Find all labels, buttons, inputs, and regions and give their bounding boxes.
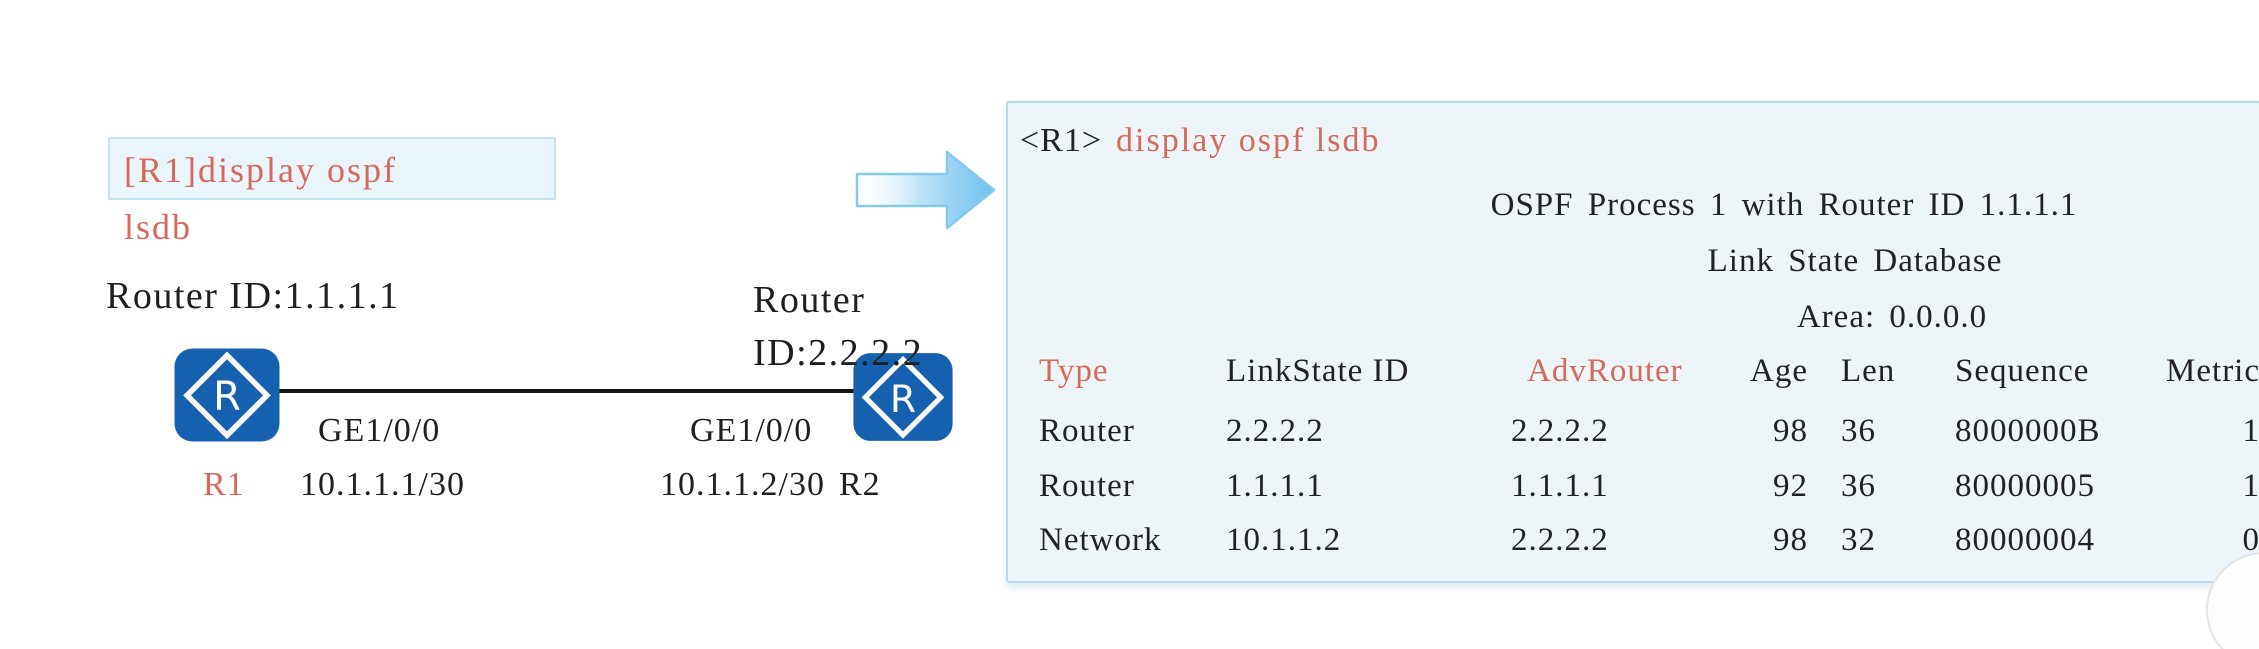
r2-router-id-line1: Router xyxy=(753,279,866,321)
cell-type: Network xyxy=(1039,522,1162,558)
right-arrow-icon xyxy=(855,150,996,230)
cell-metric: 1 xyxy=(2242,413,2259,449)
r1-router-id-label: Router ID:1.1.1.1 xyxy=(106,275,400,317)
cell-linkstate-id: 10.1.1.2 xyxy=(1226,522,1342,558)
cell-sequence: 80000004 xyxy=(1955,522,2095,558)
router-glyph: R xyxy=(890,377,916,421)
router-icon: R xyxy=(853,353,953,441)
header-metric: Metric xyxy=(2166,353,2259,389)
router-icon: R xyxy=(174,348,280,442)
header-sequence: Sequence xyxy=(1955,353,2090,389)
cell-len: 36 xyxy=(1841,468,1876,504)
cell-age: 98 xyxy=(1773,413,1808,449)
cell-linkstate-id: 1.1.1.1 xyxy=(1226,468,1324,504)
terminal-command-line: <R1> display ospf lsdb xyxy=(1020,122,1380,159)
r1-name-label: R1 xyxy=(203,466,245,503)
table-row: Router 1.1.1.1 1.1.1.1 92 36 80000005 1 xyxy=(1008,468,2259,506)
r2-ip-label: 10.1.1.2/30 xyxy=(660,466,825,503)
terminal-command: display ospf lsdb xyxy=(1116,122,1381,159)
header-advrouter: AdvRouter xyxy=(1527,353,1683,389)
r2-router-id-line2: ID:2.2.2.2 xyxy=(753,332,924,374)
cell-sequence: 80000005 xyxy=(1955,468,2095,504)
link-state-database-line: Link State Database xyxy=(1707,243,2003,279)
cell-sequence: 8000000B xyxy=(1955,413,2101,449)
ospf-process-line: OSPF Process 1 with Router ID 1.1.1.1 xyxy=(1490,187,2078,223)
cell-advrouter: 1.1.1.1 xyxy=(1511,468,1609,504)
r2-name-label: R2 xyxy=(838,466,881,503)
header-linkstate-id: LinkState ID xyxy=(1226,353,1410,389)
cell-advrouter: 2.2.2.2 xyxy=(1511,522,1609,558)
r1-interface-label: GE1/0/0 xyxy=(318,412,441,449)
cell-metric: 0 xyxy=(2242,522,2259,558)
header-len: Len xyxy=(1841,353,1896,389)
r2-ip-and-name-label: 10.1.1.2/30 R2 xyxy=(660,466,881,504)
terminal-output-panel: <R1> display ospf lsdb OSPF Process 1 wit… xyxy=(1006,101,2259,583)
header-type: Type xyxy=(1039,353,1109,389)
cell-metric: 1 xyxy=(2242,468,2259,504)
r1-ip-label: 10.1.1.1/30 xyxy=(300,466,465,503)
cell-linkstate-id: 2.2.2.2 xyxy=(1226,413,1324,449)
command-callout-box: [R1]display ospf xyxy=(108,137,556,200)
cell-len: 32 xyxy=(1841,522,1876,558)
ethernet-link-line xyxy=(278,389,864,393)
cell-len: 36 xyxy=(1841,413,1876,449)
command-callout-wrap-text: lsdb xyxy=(124,207,193,247)
terminal-prompt: <R1> xyxy=(1020,122,1103,159)
area-line: Area: 0.0.0.0 xyxy=(1796,299,1988,335)
r2-interface-label: GE1/0/0 xyxy=(690,412,813,449)
lsdb-table-header: Type LinkState ID AdvRouter Age Len Sequ… xyxy=(1008,353,2259,391)
cell-type: Router xyxy=(1039,413,1135,449)
header-age: Age xyxy=(1750,353,1808,389)
table-row: Network 10.1.1.2 2.2.2.2 98 32 80000004 … xyxy=(1008,522,2259,560)
table-row: Router 2.2.2.2 2.2.2.2 98 36 8000000B 1 xyxy=(1008,413,2259,451)
command-callout-text: [R1]display ospf xyxy=(124,150,397,190)
router-glyph: R xyxy=(213,374,241,420)
cell-advrouter: 2.2.2.2 xyxy=(1511,413,1609,449)
cell-age: 98 xyxy=(1773,522,1808,558)
cell-age: 92 xyxy=(1773,468,1808,504)
cell-type: Router xyxy=(1039,468,1135,504)
r2-router-id-label: Router ID:2.2.2.2 xyxy=(753,274,923,380)
